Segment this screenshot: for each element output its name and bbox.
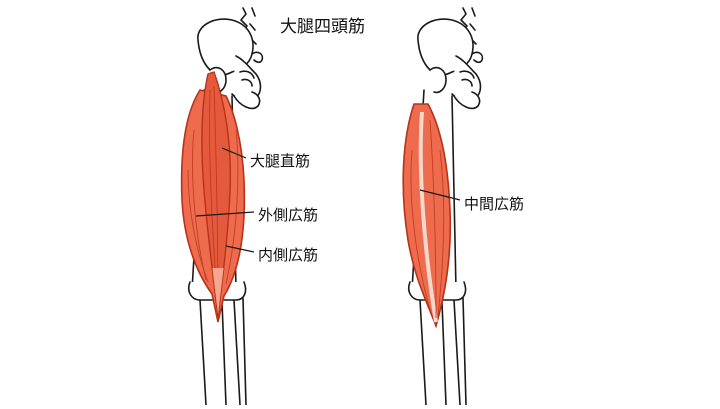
fibula-left bbox=[233, 299, 241, 406]
leader-rectus-femoris bbox=[221, 147, 247, 159]
label-vastus-lateralis: 外側広筋 bbox=[258, 206, 319, 224]
tibia-left bbox=[199, 299, 207, 406]
diagram-title: 大腿四頭筋 bbox=[280, 17, 365, 37]
leader-vastus-lateralis bbox=[195, 211, 255, 217]
right-vastus-intermedius bbox=[402, 103, 452, 329]
fibula-right bbox=[453, 299, 461, 406]
label-vastus-medialis: 内側広筋 bbox=[258, 246, 319, 264]
leader-vastus-medialis bbox=[225, 245, 255, 253]
label-rectus-femoris: 大腿直筋 bbox=[250, 152, 311, 170]
leader-vastus-intermedius bbox=[419, 189, 461, 201]
left-quadriceps bbox=[180, 71, 246, 323]
vastus-intermedius-shape bbox=[402, 103, 452, 329]
label-vastus-intermedius: 中間広筋 bbox=[464, 195, 525, 213]
tibia-right bbox=[419, 299, 427, 406]
